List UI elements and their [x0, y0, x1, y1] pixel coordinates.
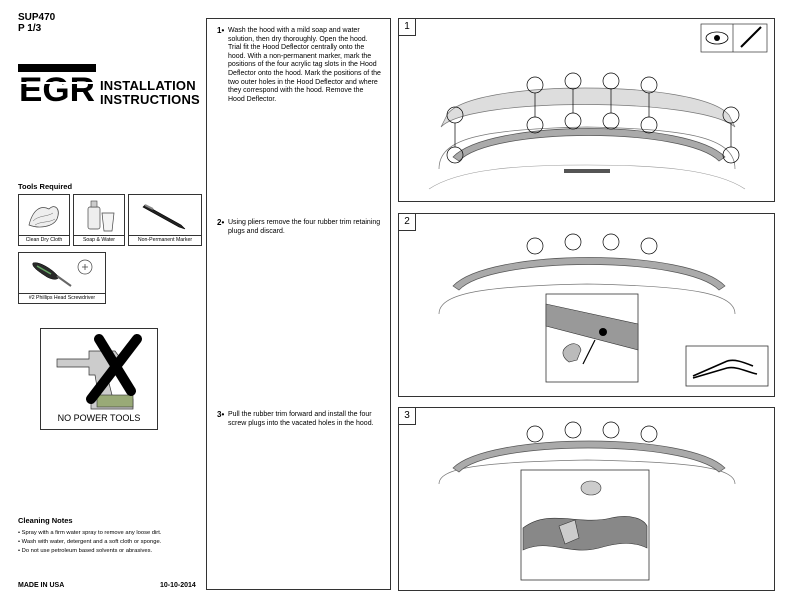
step-number: 2•: [217, 219, 224, 228]
title-line-1: INSTALLATION: [100, 79, 200, 93]
figure-panel-1: 1: [398, 18, 775, 202]
title-line-2: INSTRUCTIONS: [100, 93, 200, 107]
cleaning-notes-list: • Spray with a firm water spray to remov…: [18, 529, 161, 556]
step-text: Pull the rubber trim forward and install…: [217, 411, 382, 428]
step-number: 3•: [217, 411, 224, 420]
part-code-block: SUP470 P 1/3: [18, 12, 55, 34]
step-text: Using pliers remove the four rubber trim…: [217, 219, 382, 236]
cleaning-heading: Cleaning Notes: [18, 516, 73, 525]
instructions-column: 1• Wash the hood with a mild soap and wa…: [206, 18, 391, 590]
figure-panel-2: 2: [398, 213, 775, 397]
no-power-tools-box: NO POWER TOOLS: [40, 328, 158, 430]
step-3: 3• Pull the rubber trim forward and inst…: [217, 411, 382, 428]
cloth-icon: [19, 195, 69, 235]
tool-label: Soap & Water: [74, 235, 124, 245]
plug-removal-inset: [546, 294, 638, 382]
screw-plug-install-diagram: [399, 408, 774, 590]
installation-title: INSTALLATION INSTRUCTIONS: [100, 79, 200, 107]
tool-screwdriver: #2 Phillips Head Screwdriver: [18, 252, 106, 304]
tools-heading: Tools Required: [18, 182, 72, 191]
part-code: SUP470: [18, 12, 55, 23]
tool-label: #2 Phillips Head Screwdriver: [19, 293, 105, 303]
cleaning-note: • Spray with a firm water spray to remov…: [18, 529, 161, 538]
panel-number: 3: [399, 408, 416, 425]
no-power-tools-label: NO POWER TOOLS: [41, 413, 157, 423]
panel-number: 1: [399, 19, 416, 36]
panel-number: 2: [399, 214, 416, 231]
page-number: P 1/3: [18, 23, 55, 34]
step-text: Wash the hood with a mild soap and water…: [217, 27, 382, 104]
tool-label: Clean Dry Cloth: [19, 235, 69, 245]
step-number: 1•: [217, 27, 224, 36]
tool-label: Non-Permanent Marker: [129, 235, 201, 245]
figure-panel-3: 3: [398, 407, 775, 591]
document-date: 10-10-2014: [160, 582, 196, 589]
tool-cloth: Clean Dry Cloth: [18, 194, 70, 246]
screwdriver-icon: [19, 253, 105, 293]
cleaning-note: • Do not use petroleum based solvents or…: [18, 547, 161, 556]
step-1: 1• Wash the hood with a mild soap and wa…: [217, 27, 382, 104]
egr-logo: EGR: [18, 64, 96, 104]
trim-plug-removal-diagram: [399, 214, 774, 396]
crossed-drill-icon: [41, 329, 157, 413]
marker-icon: [129, 195, 201, 235]
step-2: 2• Using pliers remove the four rubber t…: [217, 219, 382, 236]
tool-marker: Non-Permanent Marker: [128, 194, 202, 246]
tool-soap-water: Soap & Water: [73, 194, 125, 246]
hood-deflector-trial-fit-diagram: [399, 19, 774, 201]
eye-marker-icon: [701, 24, 767, 52]
pliers-icon: [686, 346, 768, 386]
made-in-label: MADE IN USA: [18, 582, 64, 589]
cleaning-note: • Wash with water, detergent and a soft …: [18, 538, 161, 547]
svg-text:EGR: EGR: [19, 71, 95, 104]
screw-plug-inset: [521, 470, 649, 580]
soap-water-icon: [74, 195, 124, 235]
